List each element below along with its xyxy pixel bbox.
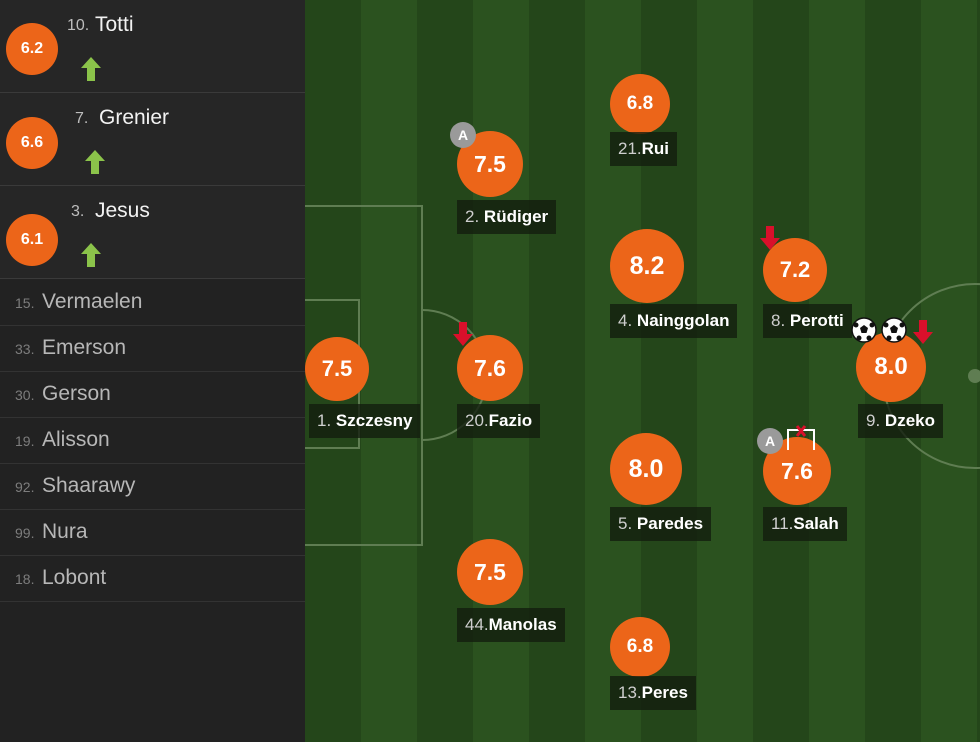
player-label: 8. Perotti [763, 304, 852, 338]
player-number: 21. [618, 139, 642, 158]
player-name: Peres [641, 683, 688, 702]
missed-goal-icon [787, 425, 815, 450]
player-number: 8. [771, 311, 786, 330]
player-number: 4. [618, 311, 633, 330]
player-label: 2. Rüdiger [457, 200, 557, 234]
player-number: 15. [15, 295, 35, 311]
player-number: 33. [15, 341, 35, 357]
rating-badge: 8.0 [856, 332, 926, 402]
substitutes-panel: 6.2 10. Totti 6.6 7. Grenier 6.1 3. Jesu… [0, 0, 305, 742]
rating-badge: 6.2 [6, 23, 58, 75]
player-name: Gerson [42, 382, 111, 405]
player-number: 9. [866, 411, 881, 430]
sub-in-arrow-icon [81, 57, 101, 81]
player-name: Paredes [636, 514, 704, 533]
player-name: Lobont [42, 566, 107, 589]
substitute-row-jesus[interactable]: 6.1 3. Jesus [0, 186, 305, 279]
rating-badge: 8.0 [610, 433, 682, 505]
bench-row-emerson[interactable]: 33. Emerson [0, 326, 305, 372]
sub-out-arrow-icon [760, 226, 780, 250]
player-name: Perotti [789, 311, 844, 330]
assist-icon: A [757, 428, 783, 454]
player-name: Nura [42, 520, 88, 543]
player-label: 11.Salah [763, 507, 847, 541]
player-label: 4. Nainggolan [610, 304, 738, 338]
player-number: 2. [465, 207, 480, 226]
player-name: Fazio [488, 411, 533, 430]
rating-badge: 6.1 [6, 214, 58, 266]
bench-row-vermaelen[interactable]: 15. Vermaelen [0, 280, 305, 326]
player-label: 20.Fazio [457, 404, 541, 438]
rating-badge: 7.2 [763, 238, 827, 302]
player-name: Jesus [95, 199, 150, 222]
rating-badge: 7.5 [305, 337, 369, 401]
bench-row-shaarawy[interactable]: 92. Shaarawy [0, 464, 305, 510]
player-number: 20. [465, 411, 489, 430]
player-name: Manolas [488, 615, 557, 634]
player-number: 44. [465, 615, 489, 634]
sub-in-arrow-icon [81, 243, 101, 267]
player-number: 19. [15, 433, 35, 449]
rating-badge: 8.2 [610, 229, 684, 303]
player-number: 30. [15, 387, 35, 403]
assist-icon: A [450, 122, 476, 148]
player-name: Rüdiger [483, 207, 549, 226]
player-number: 92. [15, 479, 35, 495]
goal-ball-icon [851, 317, 877, 343]
player-name: Vermaelen [42, 290, 143, 313]
player-label: 9. Dzeko [858, 404, 943, 438]
bench-row-nura[interactable]: 99. Nura [0, 510, 305, 556]
player-number: 99. [15, 525, 35, 541]
player-name: Emerson [42, 336, 127, 359]
sub-out-arrow-icon [453, 322, 473, 346]
player-label: 5. Paredes [610, 507, 712, 541]
player-label: 21.Rui [610, 132, 678, 166]
sub-in-arrow-icon [85, 150, 105, 174]
substitute-row-totti[interactable]: 6.2 10. Totti [0, 0, 305, 93]
player-label: 13.Peres [610, 676, 696, 710]
player-label: 44.Manolas [457, 608, 565, 642]
player-name: Dzeko [884, 411, 935, 430]
player-name: Salah [793, 514, 839, 533]
bench-row-lobont[interactable]: 18. Lobont [0, 556, 305, 602]
player-label: 1. Szczesny [309, 404, 421, 438]
player-number: 18. [15, 571, 35, 587]
player-number: 7. [75, 110, 89, 127]
sub-out-arrow-icon [913, 320, 933, 344]
player-number: 11. [771, 514, 794, 533]
player-name: Rui [641, 139, 670, 158]
player-number: 3. [71, 203, 85, 220]
football-pitch: 7.5 1. Szczesny 7.5 A 2. Rüdiger 7.6 20.… [305, 0, 980, 742]
player-number: 5. [618, 514, 633, 533]
bench-row-alisson[interactable]: 19. Alisson [0, 418, 305, 464]
rating-badge: 7.6 [457, 335, 523, 401]
goal-ball-icon [881, 317, 907, 343]
player-number: 13. [618, 683, 642, 702]
player-name: Totti [95, 13, 134, 36]
player-number: 10. [67, 17, 90, 34]
rating-badge: 6.8 [610, 74, 670, 134]
substitute-row-grenier[interactable]: 6.6 7. Grenier [0, 93, 305, 186]
player-name: Nainggolan [636, 311, 730, 330]
player-name: Shaarawy [42, 474, 136, 497]
player-number: 1. [317, 411, 332, 430]
player-name: Szczesny [335, 411, 413, 430]
rating-badge: 6.6 [6, 117, 58, 169]
rating-badge: 7.5 [457, 539, 523, 605]
rating-badge: 6.8 [610, 617, 670, 677]
player-name: Alisson [42, 428, 110, 451]
player-name: Grenier [99, 106, 170, 129]
bench-row-gerson[interactable]: 30. Gerson [0, 372, 305, 418]
